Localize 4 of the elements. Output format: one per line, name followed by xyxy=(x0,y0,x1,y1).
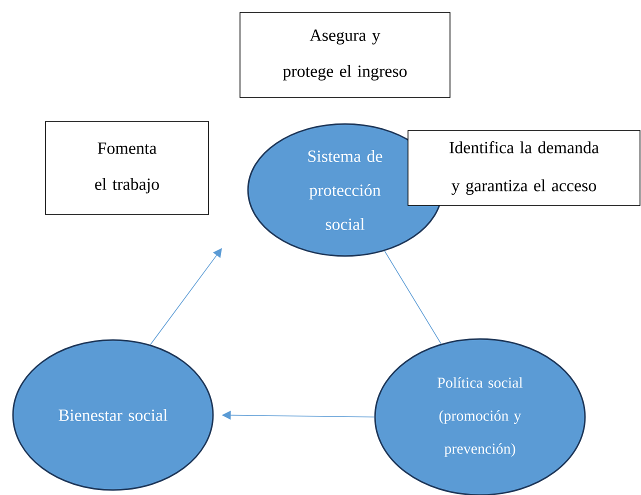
text-box: Fomenta el trabajo xyxy=(45,121,209,215)
text-box: Identifica la demanda y garantiza el acceso xyxy=(408,130,640,206)
arrow xyxy=(150,248,222,346)
text-box: Asegura y protege el ingreso xyxy=(240,12,450,98)
